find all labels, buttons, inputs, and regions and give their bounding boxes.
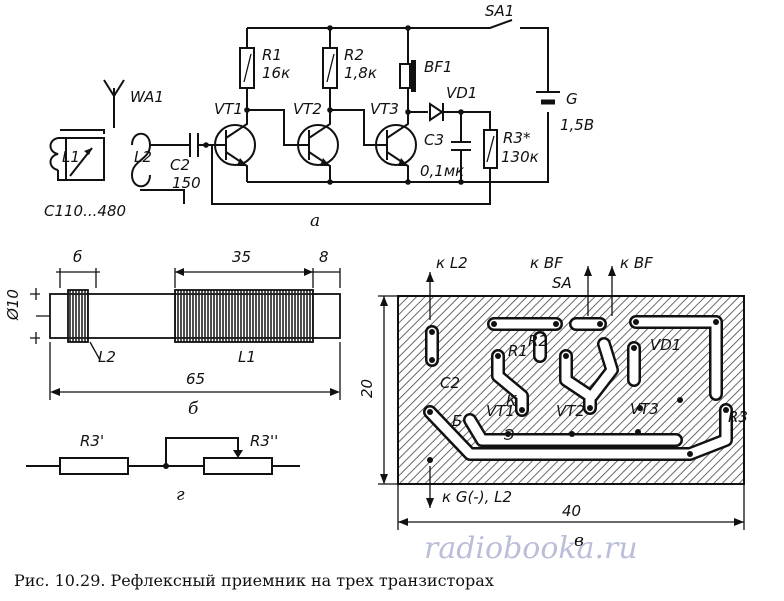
pcb-vt3: VT3 xyxy=(630,400,659,418)
dim-g: б xyxy=(73,248,82,266)
pcb-pin-e: Э xyxy=(503,426,515,444)
r2-label: R2 xyxy=(344,46,364,64)
g-label: G xyxy=(566,90,578,108)
cap-range-label: C110...480 xyxy=(44,202,126,220)
switch-right-wire xyxy=(520,27,549,92)
pcb-vt1: VT1 xyxy=(486,402,515,420)
pcb-sublabel: в xyxy=(574,531,584,551)
c3-capacitor xyxy=(451,141,471,151)
r3-value: 130к xyxy=(501,148,539,166)
vt1-transistor xyxy=(206,110,256,182)
dim-35: 35 xyxy=(232,248,251,266)
schematic-diagram: WA1 L1 C110...480 L2 C2 150 R1 16к R2 1,… xyxy=(44,2,594,231)
coil-sublabel: б xyxy=(188,399,199,419)
resistor-sublabel: г xyxy=(176,485,185,505)
pcb-to-bf-a: к BF xyxy=(530,254,563,272)
resistor-drawing: R3' R3'' г xyxy=(26,432,300,505)
coil-drawing: б 35 8 Ø10 L2 L1 65 б xyxy=(4,248,341,419)
vt2-label: VT2 xyxy=(293,100,322,118)
pcb-vd1: VD1 xyxy=(650,336,681,354)
pcb-c2: C2 xyxy=(440,374,460,392)
g-value: 1,5В xyxy=(560,116,594,134)
vd1-diode xyxy=(429,102,444,122)
top-rail-wire xyxy=(247,19,513,29)
pcb-to-bf-b: к BF xyxy=(620,254,653,272)
figure-caption: Рис. 10.29. Рефлексный приемник на трех … xyxy=(14,571,494,590)
c3-value: 0,1мк xyxy=(420,162,464,180)
pcb-pin-b: Б xyxy=(452,412,462,430)
c3-label: C3 xyxy=(424,131,444,149)
coil-l2-label: L2 xyxy=(98,348,116,366)
dim-phi10: Ø10 xyxy=(4,289,22,321)
r3-label: R3* xyxy=(503,129,531,147)
pcb-r2: R2 xyxy=(528,332,548,350)
vt3-label: VT3 xyxy=(370,100,399,118)
pcb-pin-k: К xyxy=(506,392,518,410)
r1-label: R1 xyxy=(262,46,282,64)
sa1-label: SA1 xyxy=(485,2,514,20)
pcb-r1: R1 xyxy=(508,342,528,360)
pcb-drawing: к L2 к BF SA к BF R1 R2 VD1 C2 VT1 VT2 V… xyxy=(358,254,748,551)
r3a-label: R3' xyxy=(80,432,104,450)
bf1-earphone xyxy=(399,63,411,89)
r3a-resistor xyxy=(59,457,129,475)
r1-value: 16к xyxy=(262,64,290,82)
coil-l2-winding xyxy=(67,289,89,343)
pcb-dim-20: 20 xyxy=(358,379,376,398)
antenna-wa1 xyxy=(103,79,125,128)
coil-l1-label: L1 xyxy=(238,348,256,366)
vt2-transistor xyxy=(288,110,339,182)
pcb-to-g: к G(-), L2 xyxy=(442,488,512,506)
dim-65: 65 xyxy=(186,370,205,388)
vt1-label: VT1 xyxy=(214,100,243,118)
l2-coil xyxy=(130,132,185,204)
l2-label: L2 xyxy=(134,148,152,166)
coil-l1-winding xyxy=(174,289,314,343)
watermark: radiobooka.ru xyxy=(424,531,638,566)
pcb-sa: SA xyxy=(552,274,572,292)
dim-8: 8 xyxy=(319,248,329,266)
wa1-label: WA1 xyxy=(130,88,164,106)
schematic-sublabel: а xyxy=(310,211,320,231)
r2-value: 1,8к xyxy=(344,64,377,82)
c2-value: 150 xyxy=(172,174,201,192)
pcb-dim-40: 40 xyxy=(562,502,581,520)
l1-coil xyxy=(60,129,105,134)
r3b-label: R3'' xyxy=(250,432,278,450)
vt3-transistor xyxy=(368,112,417,182)
pcb-to-l2: к L2 xyxy=(436,254,468,272)
pcb-vt2: VT2 xyxy=(556,402,585,420)
l1-label: L1 xyxy=(62,148,80,166)
pcb-r3: R3 xyxy=(728,408,748,426)
bf1-label: BF1 xyxy=(424,58,452,76)
c2-label: C2 xyxy=(170,156,190,174)
c2-capacitor xyxy=(189,133,199,157)
vd1-label: VD1 xyxy=(446,84,477,102)
r3b-resistor xyxy=(203,457,273,475)
